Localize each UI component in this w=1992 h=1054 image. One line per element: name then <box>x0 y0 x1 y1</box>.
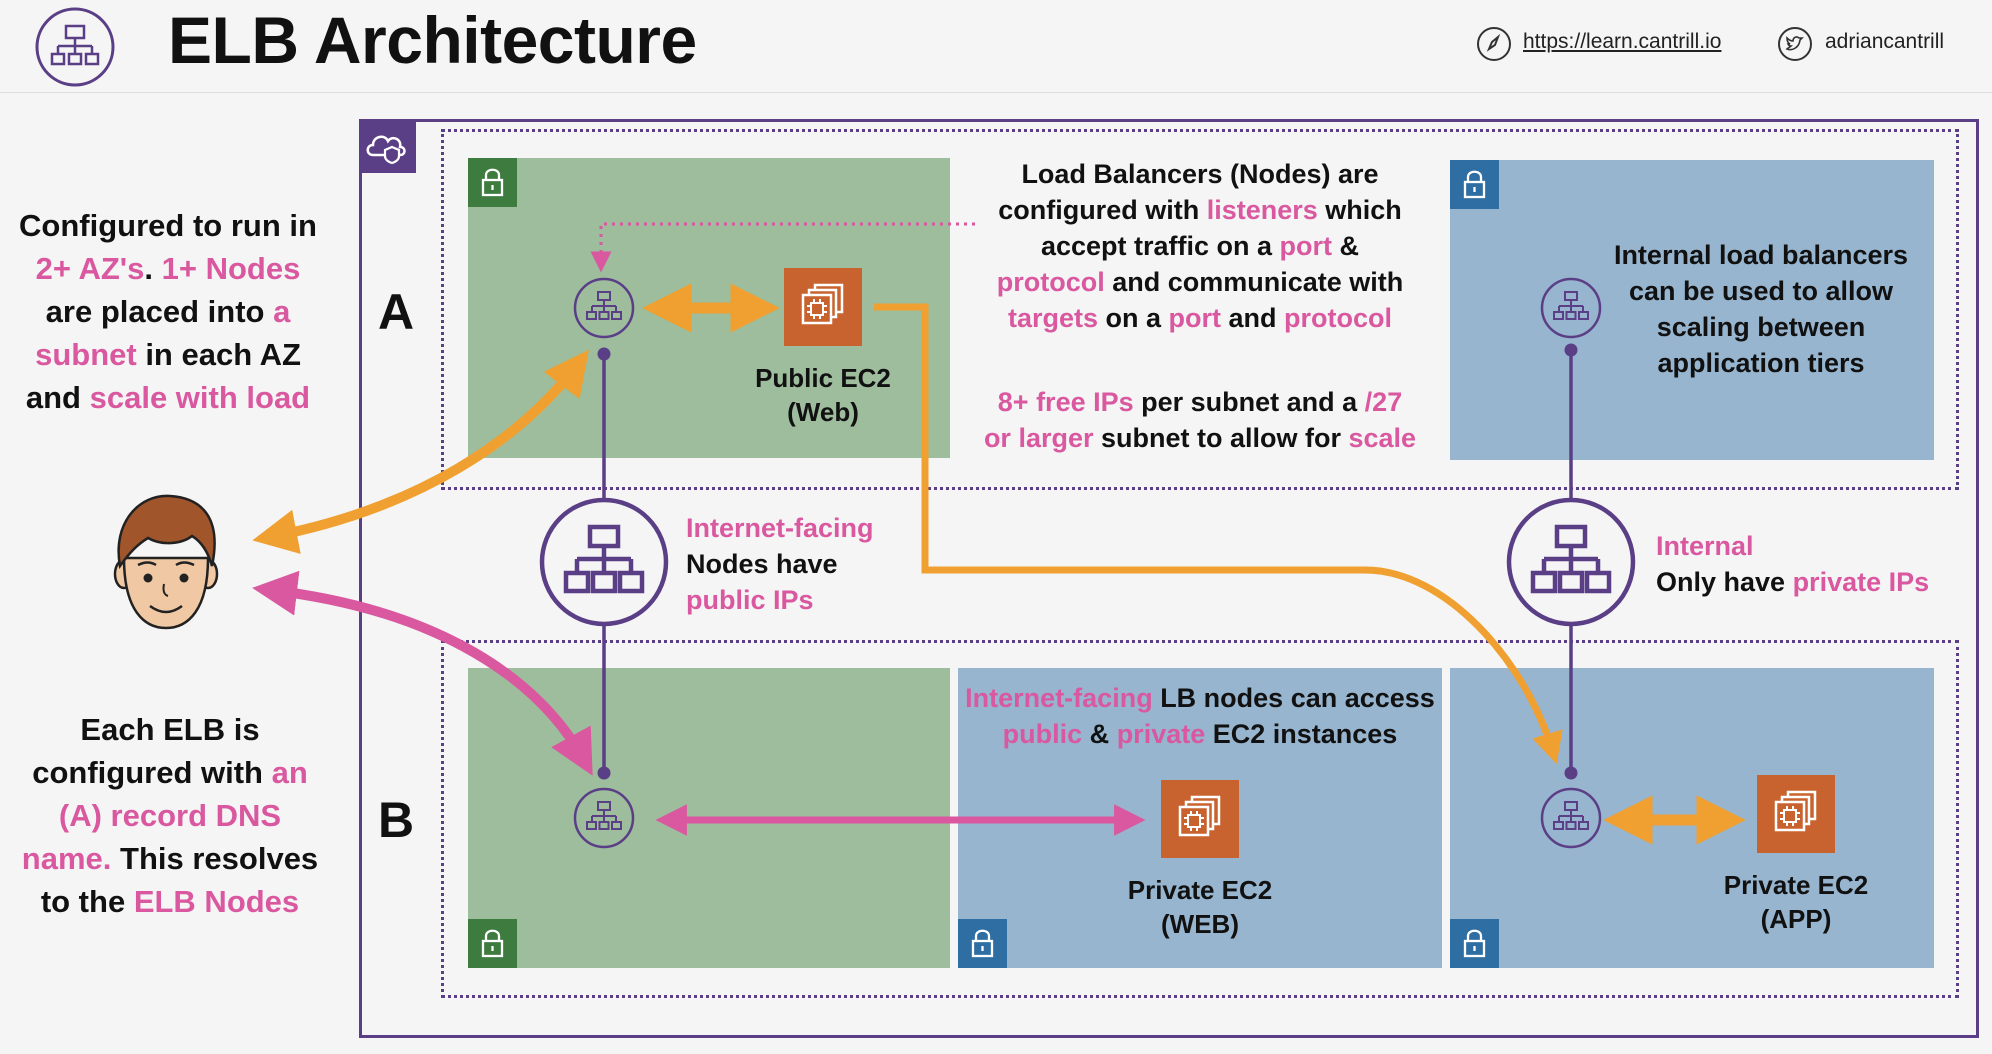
private-subnet-b-web-lock-icon <box>958 919 1007 968</box>
lb-node-b-internal <box>1540 787 1602 849</box>
az-b-label: B <box>378 792 415 848</box>
private-ec2-app-icon <box>1757 775 1835 853</box>
user-to-node-a-arrow <box>252 349 589 554</box>
twitter-icon <box>1778 27 1812 61</box>
lb-node-a-internet-facing <box>573 277 635 339</box>
internet-facing-note: Internet-facing Nodes have public IPs <box>686 513 874 615</box>
public-ec2-web-label: Public EC2 (Web) <box>755 363 891 427</box>
load-balancer-node-icon <box>1540 277 1602 339</box>
left-note-dns: Each ELB is configured with an (A) recor… <box>21 712 319 919</box>
public-ec2-to-app-node-arrow <box>874 303 1563 765</box>
user-to-node-b-arrow <box>252 570 593 776</box>
vpc-badge <box>359 119 416 173</box>
left-note-az: Configured to run in 2+ AZ's. 1+ Nodes a… <box>19 208 317 415</box>
twitter-handle[interactable]: adriancantrill <box>1825 30 1945 53</box>
ec2-instance-icon <box>1178 795 1221 837</box>
public-subnet-b-lock-icon <box>468 919 517 968</box>
lb-node-a-internal <box>1540 277 1602 339</box>
load-balancer-node-icon <box>573 787 635 849</box>
public-ec2-web-icon <box>784 268 862 346</box>
elb-internet-facing <box>539 497 669 627</box>
internal-note: Internal Only have private IPs <box>1656 531 1930 597</box>
listeners-note: Load Balancers (Nodes) are configured wi… <box>996 159 1404 333</box>
elb-internal <box>1506 497 1636 627</box>
page-title: ELB Architecture <box>168 3 697 77</box>
lb-node-b-internet-facing <box>573 787 635 849</box>
private-subnet-a <box>1450 160 1934 460</box>
load-balancer-node-icon <box>573 277 635 339</box>
az-a-label: A <box>378 284 415 340</box>
private-subnet-a-lock-icon <box>1450 160 1499 209</box>
course-link[interactable]: https://learn.cantrill.io <box>1523 30 1722 53</box>
listener-pointer-arrow <box>590 222 975 273</box>
load-balancer-icon <box>539 497 669 627</box>
node-connector-internet-facing <box>597 347 611 780</box>
load-balancer-icon <box>1506 497 1636 627</box>
public-subnet-a-lock-icon <box>468 158 517 207</box>
access-note: Internet-facing LB nodes can access publ… <box>965 683 1435 749</box>
ec2-instance-icon <box>801 283 844 325</box>
private-subnet-b-app-lock-icon <box>1450 919 1499 968</box>
header-elb-icon <box>34 6 116 88</box>
compass-icon <box>1477 27 1511 61</box>
user-face-icon <box>108 492 224 634</box>
internal-lb-note: Internal load balancers can be used to a… <box>1613 240 1909 378</box>
private-ec2-app-label: Private EC2 (APP) <box>1723 870 1869 934</box>
private-ec2-web-icon <box>1161 780 1239 858</box>
ips-note: 8+ free IPs per subnet and a /27 or larg… <box>983 387 1417 453</box>
cloud-shield-icon <box>366 135 406 165</box>
ec2-instance-icon <box>1774 790 1817 832</box>
load-balancer-node-icon <box>1540 787 1602 849</box>
header-divider <box>0 92 1992 93</box>
az-b-boundary <box>441 640 1959 998</box>
private-ec2-web-label: Private EC2 (WEB) <box>1127 875 1273 939</box>
node-connector-internal <box>1564 343 1578 780</box>
az-a-boundary <box>441 129 1959 490</box>
header-elb-icon-svg <box>35 7 115 87</box>
